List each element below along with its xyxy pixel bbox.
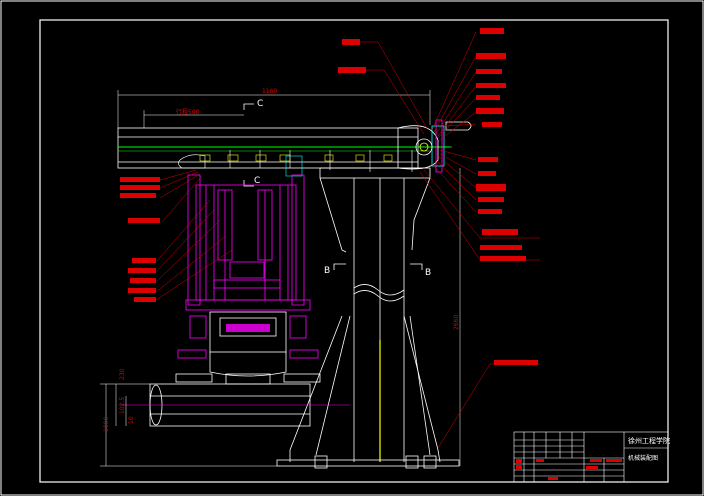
- section-marks: [243, 103, 423, 270]
- title-block-drawing-name: 机械装配图: [628, 454, 658, 462]
- dim-height-total: 2660: [453, 315, 460, 330]
- title-block-school: 徐州工程学院: [628, 436, 670, 445]
- dimension-lines: [100, 90, 461, 467]
- inner-frame: [39, 19, 669, 483]
- dim-stroke: 行程500: [176, 108, 200, 116]
- beam-end-gearhead: [397, 119, 472, 173]
- section-label-b-right: B: [425, 268, 431, 278]
- section-label-c-top: C: [257, 99, 263, 109]
- dim-left-total: 1000: [103, 417, 110, 432]
- dim-overall-width: 1160: [262, 88, 277, 95]
- beam-bolts: [178, 150, 413, 177]
- dim-left-mid: 102.5: [119, 397, 126, 414]
- section-label-b-left: B: [324, 266, 330, 276]
- dim-left-low: 10: [128, 416, 135, 424]
- title-block: [513, 431, 669, 483]
- callout-leaders: [155, 31, 540, 449]
- lift-mechanism: [177, 174, 319, 359]
- section-label-c-mid: C: [254, 176, 260, 186]
- lift-lower-block: [226, 324, 270, 332]
- vertical-column: [319, 167, 431, 462]
- column-base: [276, 315, 460, 469]
- dim-left-top: 230: [119, 368, 126, 380]
- horizontal-beam: [117, 127, 419, 169]
- title-block-redactions: [516, 459, 622, 480]
- lift-lower-box: [175, 311, 321, 385]
- callout-labels: [120, 28, 538, 365]
